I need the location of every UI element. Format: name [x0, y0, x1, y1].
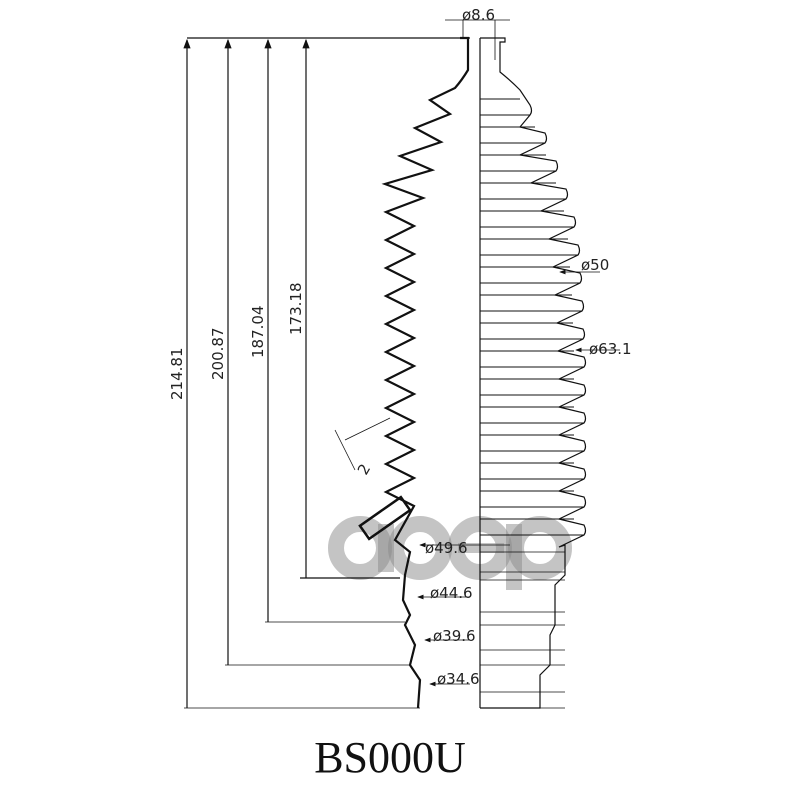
diameter-44-6: ø44.6: [430, 584, 473, 602]
wm-letter-p: [508, 516, 572, 580]
diameter-top: ø8.6: [462, 6, 495, 24]
wm-letter-o: [388, 516, 452, 580]
height-dim-173: 173.18: [287, 283, 305, 336]
thickness-ext: [334, 429, 356, 471]
part-number: BS000U: [314, 733, 466, 782]
height-dim-214: 214.81: [168, 348, 186, 401]
diameter-inner-rib: ø50: [581, 256, 609, 274]
thickness-ext: [344, 417, 391, 441]
wall-thickness-dim: 2: [354, 461, 374, 478]
height-dim-187: 187.04: [249, 306, 267, 359]
diameter-49-6: ø49.6: [425, 539, 468, 557]
wm-letter-a: [328, 516, 392, 580]
boot-section-wall: [381, 36, 470, 709]
valve-fitting: [358, 495, 412, 541]
diameter-34-6: ø34.6: [437, 670, 480, 688]
boot-right-profile: [480, 37, 587, 709]
height-dim-200: 200.87: [209, 328, 227, 381]
diameter-39-6: ø39.6: [433, 627, 476, 645]
diameter-outer-rib: ø63.1: [589, 340, 632, 358]
